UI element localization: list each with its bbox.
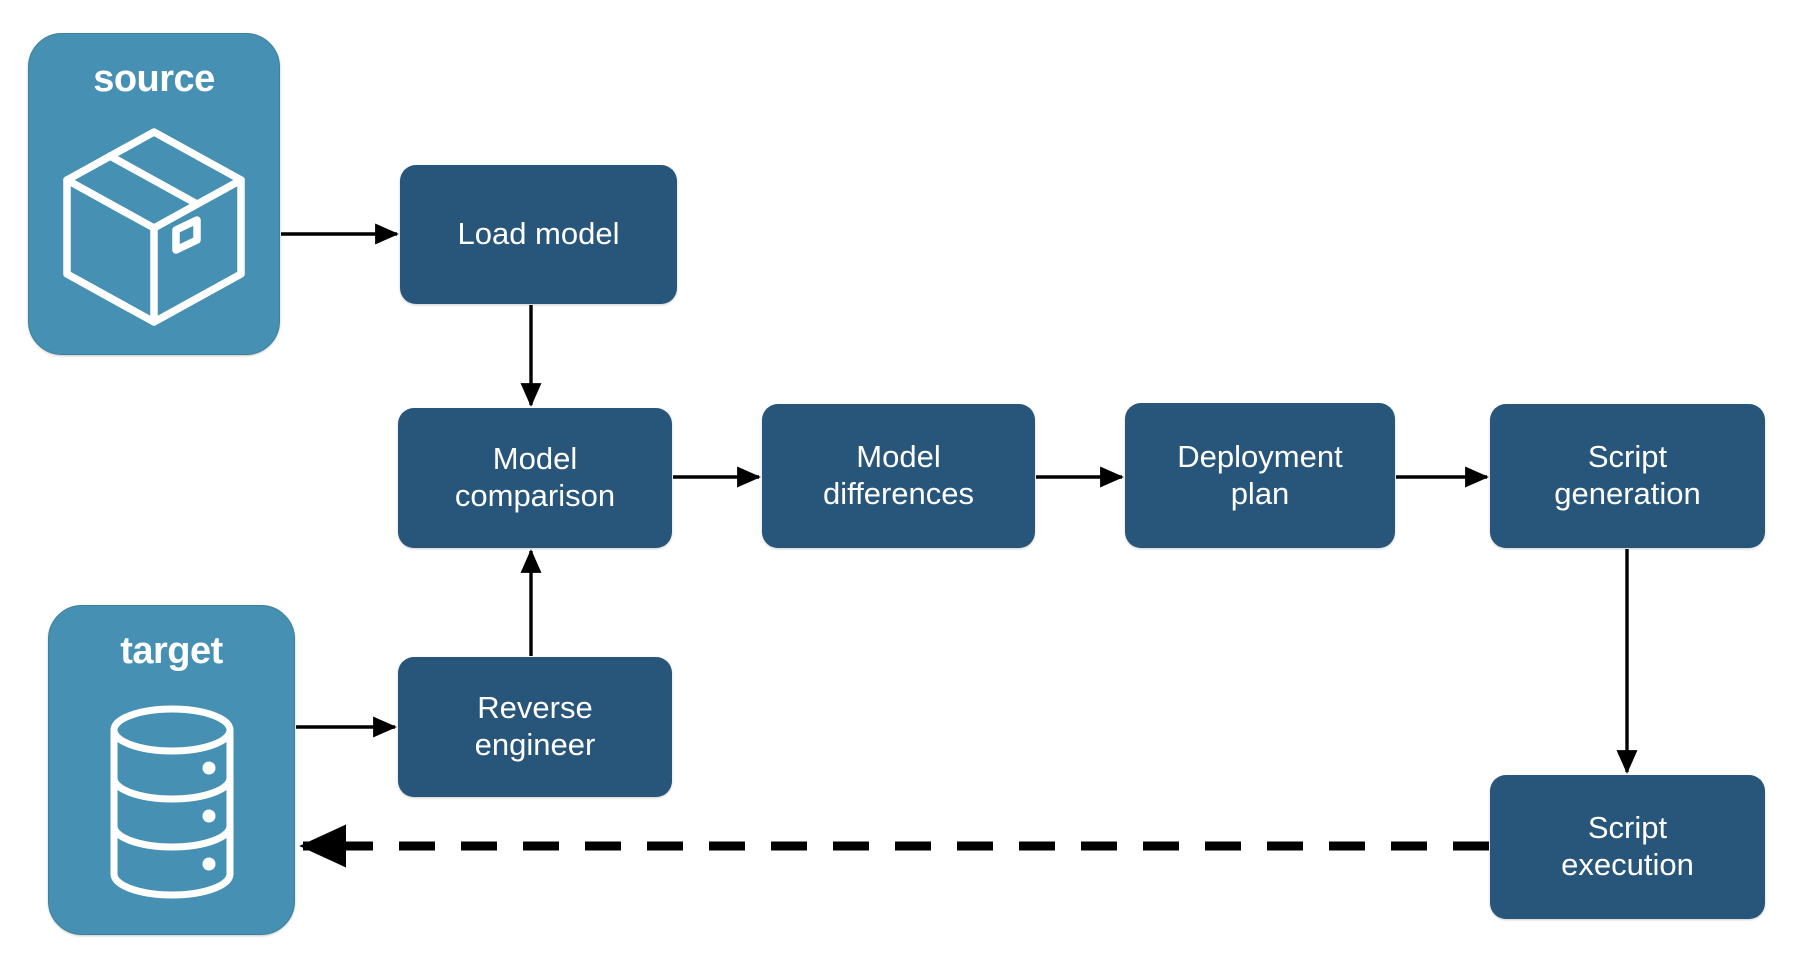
endpoint-target-label: target — [120, 630, 223, 672]
node-deployment-plan[interactable]: Deployment plan — [1125, 403, 1395, 548]
package-box-icon — [29, 98, 279, 354]
node-reverse-engineer-label: Reverse engineer — [474, 690, 596, 762]
database-cylinder-icon — [49, 670, 294, 934]
node-load-model-label: Load model — [457, 216, 620, 252]
node-reverse-engineer[interactable]: Reverse engineer — [398, 657, 672, 797]
endpoint-source[interactable]: source — [28, 33, 280, 355]
node-model-differences[interactable]: Model differences — [762, 404, 1035, 548]
node-script-generation[interactable]: Script generation — [1490, 404, 1765, 548]
node-script-execution-label: Script execution — [1561, 810, 1694, 882]
node-script-generation-label: Script generation — [1554, 439, 1701, 511]
node-deployment-plan-label: Deployment plan — [1177, 438, 1343, 511]
node-load-model[interactable]: Load model — [400, 165, 677, 304]
node-model-comparison-label: Model comparison — [454, 441, 616, 513]
node-model-comparison[interactable]: Model comparison — [398, 408, 672, 548]
endpoint-source-label: source — [93, 58, 215, 100]
node-script-execution[interactable]: Script execution — [1490, 775, 1765, 919]
node-model-differences-label: Model differences — [822, 439, 975, 511]
endpoint-target[interactable]: target — [48, 605, 295, 935]
